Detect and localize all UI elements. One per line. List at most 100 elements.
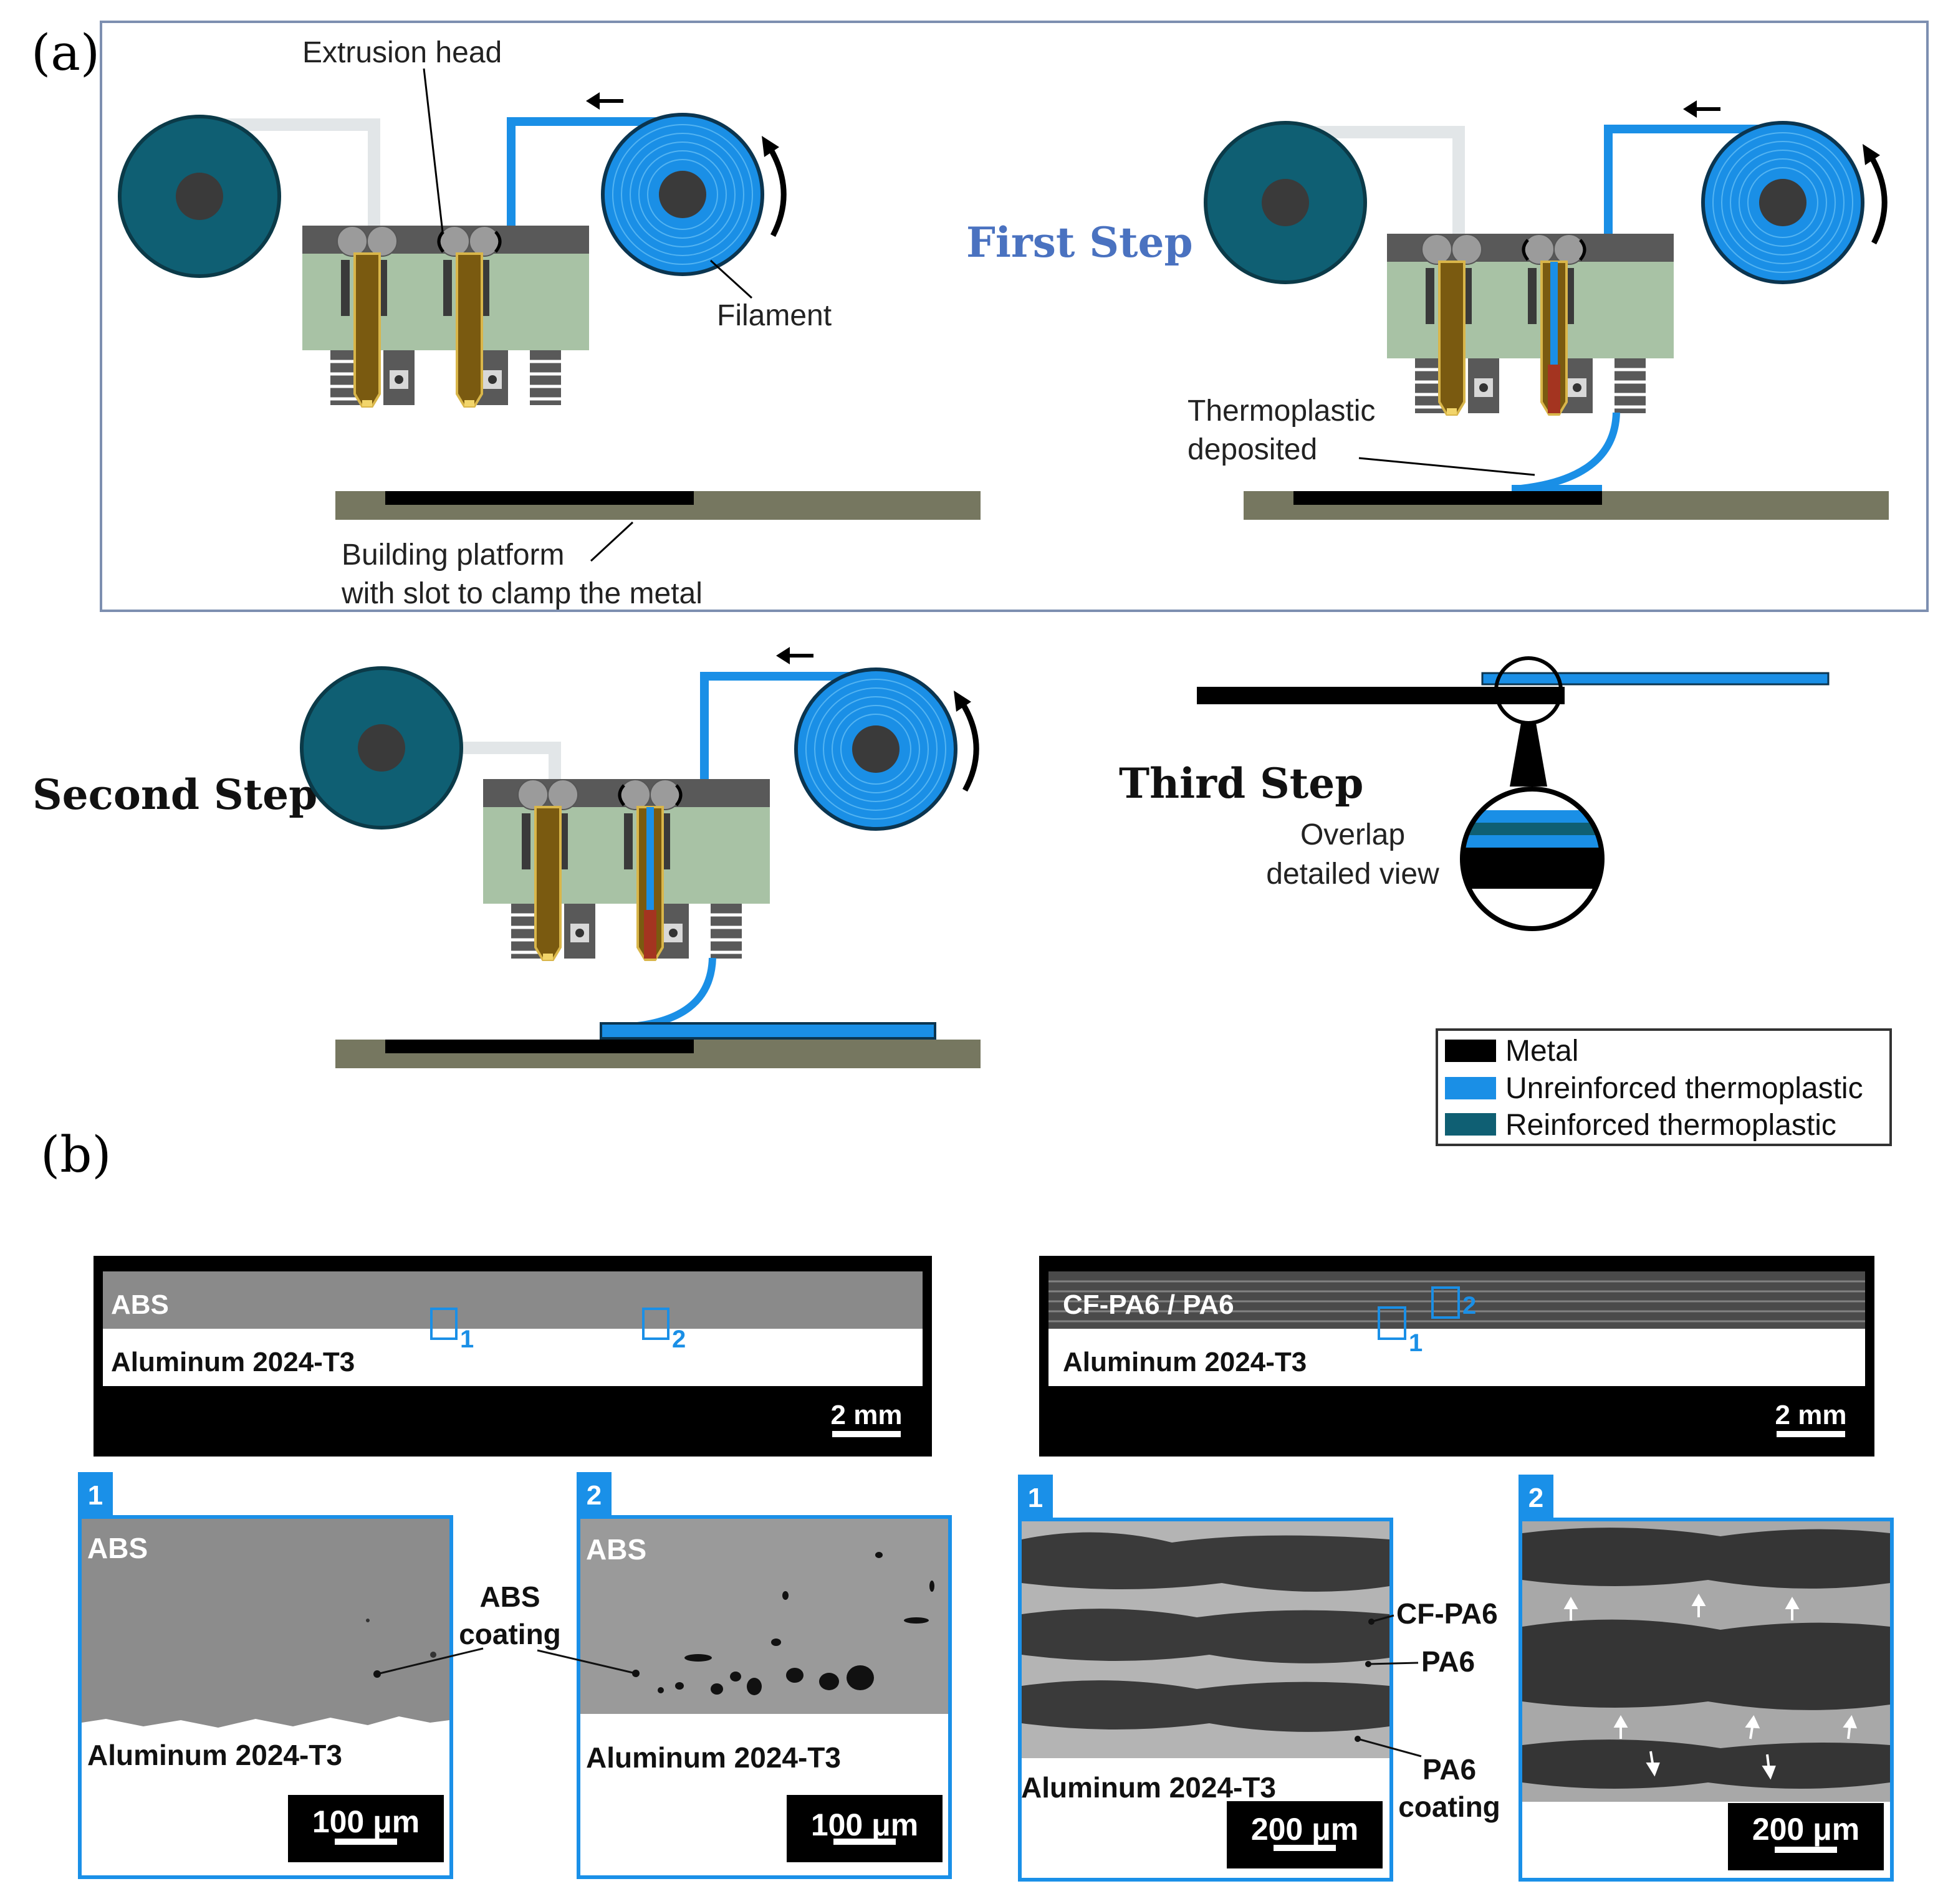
label-thermoplastic-line2: deposited [1188, 433, 1317, 466]
legend-label-reinforced: Reinforced thermoplastic [1505, 1109, 1836, 1142]
feed-arrowhead-icon [776, 647, 790, 664]
second-step-title: Second Step [32, 770, 317, 819]
spool-unreinforced [603, 115, 762, 274]
feed-arrowhead-icon [1683, 100, 1697, 118]
legend-swatch-reinforced [1445, 1113, 1496, 1136]
legend-label-unreinforced: Unreinforced thermoplastic [1505, 1072, 1863, 1105]
abs-detail-2: 2 ABS Aluminum 2024-T3 100 μm [577, 1472, 952, 1879]
leader-extrusion-head [423, 68, 444, 232]
label-thermoplastic-line1: Thermoplastic [1188, 395, 1375, 428]
overview-pa6-scale: 2 mm [1775, 1400, 1847, 1430]
rotation-arrow-icon [765, 143, 787, 237]
label-cf-pa6: CF-PA6 [1396, 1597, 1498, 1630]
marker-box-1 [1378, 1306, 1406, 1340]
magnifier-stem [1510, 723, 1547, 787]
abs-coating-label-line2: coating [459, 1618, 561, 1650]
metal-sheet [1197, 687, 1565, 704]
rotation-arrowhead-icon [954, 691, 971, 712]
rotation-arrowhead-icon [1863, 144, 1880, 165]
setup-first-step: Thermoplastic deposited [1188, 100, 1889, 520]
metal-slot [1293, 491, 1602, 505]
svg-text:200 μm: 200 μm [1752, 1812, 1859, 1847]
label-platform-line1: Building platform [342, 538, 565, 572]
svg-text:1: 1 [460, 1326, 474, 1353]
setup-idle: Extrusion head Filament Building platfor… [120, 36, 981, 610]
svg-text:2: 2 [1528, 1483, 1543, 1513]
svg-text:200 μm: 200 μm [1251, 1812, 1358, 1847]
svg-text:2: 2 [1462, 1292, 1476, 1319]
legend-swatch-metal [1445, 1040, 1496, 1062]
label-pa6-coating-line1: PA6 [1423, 1753, 1476, 1786]
deposited-layer [1512, 485, 1602, 491]
panel-a-tag: (a) [31, 24, 100, 82]
rotation-arrow-icon [957, 697, 979, 792]
label-platform-line2: with slot to clamp the metal [341, 577, 703, 610]
setup-second-step [302, 647, 981, 1068]
label-filament: Filament [717, 299, 832, 332]
svg-text:2: 2 [587, 1480, 602, 1511]
overview-abs: 1 2 ABS Aluminum 2024-T3 2 mm [94, 1256, 932, 1457]
deposited-layer [602, 1025, 934, 1037]
legend: Metal Unreinforced thermoplastic Reinfor… [1436, 1028, 1892, 1146]
overview-abs-top-label: ABS [111, 1289, 169, 1320]
extrusion-head [302, 226, 589, 406]
svg-text:Aluminum 2024-T3: Aluminum 2024-T3 [586, 1741, 841, 1774]
overview-abs-scale: 2 mm [831, 1400, 903, 1430]
first-step-title: First Step [966, 218, 1193, 267]
spool-unreinforced [796, 669, 956, 829]
extrusion-head [483, 779, 770, 960]
label-overlap-line2: detailed view [1266, 858, 1439, 891]
extrusion-head [1387, 234, 1674, 414]
feed-arrowhead-icon [586, 92, 600, 110]
overview-pa6-bottom-label: Aluminum 2024-T3 [1063, 1347, 1307, 1377]
rotation-arrowhead-icon [762, 136, 779, 157]
leader-platform [590, 521, 634, 562]
leader-deposited [1358, 457, 1535, 476]
svg-text:2: 2 [672, 1326, 686, 1353]
overview-pa6-top-label: CF-PA6 / PA6 [1063, 1289, 1234, 1320]
abs-detail-1: 1 ABS Aluminum 2024-T3 100 μm [78, 1472, 453, 1879]
spool-reinforced [302, 668, 461, 828]
marker-box-2 [1431, 1286, 1460, 1319]
spool-reinforced [1206, 123, 1365, 282]
label-overlap-line1: Overlap [1300, 818, 1405, 851]
pa6-detail-2: 2 200 μm [1519, 1475, 1894, 1882]
svg-text:ABS: ABS [586, 1533, 646, 1566]
filament-path-teal [199, 118, 380, 227]
legend-label-metal: Metal [1505, 1035, 1578, 1068]
marker-box-2 [642, 1308, 669, 1340]
svg-text:1: 1 [88, 1480, 103, 1511]
pa6-detail-1: 1 Aluminum 2024-T3 200 μm [1018, 1475, 1393, 1882]
panel-b-tag: (b) [41, 1126, 112, 1184]
svg-text:100 μm: 100 μm [312, 1804, 420, 1839]
svg-text:1: 1 [1028, 1483, 1043, 1513]
abs-coating-label-line1: ABS [479, 1581, 540, 1613]
overlap-view: Overlap detailed view [1197, 656, 1830, 931]
overview-pa6: 1 2 CF-PA6 / PA6 Aluminum 2024-T3 2 mm [1039, 1256, 1874, 1457]
metal-slot [385, 491, 694, 505]
overview-abs-bottom-label: Aluminum 2024-T3 [111, 1347, 355, 1377]
deposited-strand [603, 957, 716, 1031]
filament-path-blue [507, 117, 683, 227]
svg-text:100 μm: 100 μm [811, 1807, 918, 1842]
marker-box-1 [430, 1308, 458, 1340]
magnifier-large [1460, 787, 1605, 931]
svg-text:Aluminum 2024-T3: Aluminum 2024-T3 [1021, 1771, 1276, 1804]
legend-swatch-unreinforced [1445, 1077, 1496, 1099]
svg-text:ABS: ABS [87, 1532, 148, 1564]
thermoplastic-sheet [1481, 672, 1830, 686]
panel-a-frame [100, 21, 1929, 612]
label-extrusion-head: Extrusion head [302, 36, 502, 69]
spool-unreinforced [1703, 123, 1863, 282]
label-pa6-coating-line2: coating [1398, 1791, 1500, 1823]
svg-text:1: 1 [1409, 1329, 1423, 1357]
rotation-arrow-icon [1866, 151, 1888, 245]
label-pa6: PA6 [1421, 1645, 1475, 1678]
svg-text:Aluminum 2024-T3: Aluminum 2024-T3 [87, 1739, 342, 1771]
spool-reinforced [120, 117, 279, 276]
metal-slot [385, 1040, 694, 1053]
third-step-title: Third Step [1119, 759, 1363, 808]
leader-filament [709, 259, 753, 299]
deposited-strand [1512, 412, 1620, 493]
